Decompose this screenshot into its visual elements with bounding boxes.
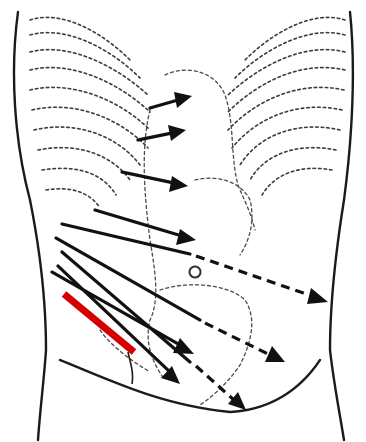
arrow-2 — [138, 125, 186, 141]
arrow-3 — [122, 172, 188, 192]
left-rib-cage — [30, 17, 150, 208]
colon-outline — [100, 330, 150, 372]
arrows — [52, 92, 328, 410]
left-flank-line — [14, 12, 46, 440]
right-flank-line — [330, 12, 353, 440]
groin-line — [60, 360, 320, 412]
stomach-outline — [195, 178, 252, 255]
arrow-4 — [95, 210, 196, 245]
incision-tail — [128, 352, 133, 384]
umbilicus — [190, 267, 201, 278]
right-rib-cage — [228, 17, 345, 195]
lower-organ-outline — [160, 285, 252, 405]
arrow-1 — [150, 92, 192, 108]
